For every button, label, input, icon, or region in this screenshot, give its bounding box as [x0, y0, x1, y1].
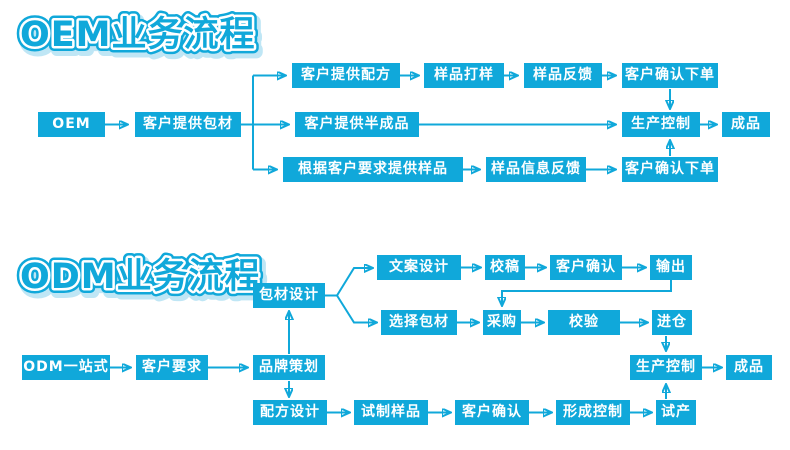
svg-text:ODM业务流程: ODM业务流程	[20, 257, 261, 297]
node-odm-finished-product: 成品	[726, 355, 772, 380]
node-odm-copywriting-design: 文案设计	[377, 255, 461, 280]
svg-text:OEM业务流程: OEM业务流程	[20, 15, 256, 55]
node-oem-sample-making: 样品打样	[424, 63, 504, 88]
node-oem-start: OEM	[38, 112, 105, 137]
node-odm-warehousing: 进仓	[652, 310, 692, 335]
node-oem-confirm-order-bottom: 客户确认下单	[622, 157, 718, 182]
node-oem-production-control: 生产控制	[622, 112, 700, 137]
svg-text:ODM业务流程: ODM业务流程	[20, 257, 261, 297]
node-odm-output: 输出	[650, 255, 692, 280]
svg-text:ODM业务流程: ODM业务流程	[23, 261, 264, 301]
node-odm-customer-confirm-bottom: 客户确认	[455, 400, 529, 425]
flow-arrow	[502, 280, 672, 306]
node-odm-formula-design: 配方设计	[253, 400, 327, 425]
node-odm-verification: 校验	[548, 310, 620, 335]
node-odm-trial-sample: 试制样品	[354, 400, 428, 425]
node-odm-customer-confirm-top: 客户确认	[550, 255, 622, 280]
node-oem-provide-packaging: 客户提供包材	[135, 112, 241, 137]
node-odm-brand-planning: 品牌策划	[253, 355, 325, 380]
odm-title: ODM业务流程 ODM业务流程 ODM业务流程	[15, 252, 269, 307]
node-oem-sample-info-feedback: 样品信息反馈	[486, 157, 586, 182]
svg-text:OEM业务流程: OEM业务流程	[20, 15, 256, 55]
node-odm-purchase: 采购	[483, 310, 521, 335]
node-oem-sample-feedback: 样品反馈	[524, 63, 602, 88]
node-odm-production-control: 生产控制	[630, 355, 702, 380]
node-oem-confirm-order-top: 客户确认下单	[622, 63, 718, 88]
node-odm-select-packaging: 选择包材	[381, 310, 457, 335]
node-odm-proofreading: 校稿	[485, 255, 525, 280]
node-oem-provide-semi-finished: 客户提供半成品	[295, 112, 419, 137]
flow-arrow	[325, 268, 373, 297]
node-oem-finished-product: 成品	[722, 112, 770, 137]
node-oem-provide-formula: 客户提供配方	[292, 63, 400, 88]
node-odm-customer-request: 客户要求	[136, 355, 208, 380]
node-oem-sample-by-request: 根据客户要求提供样品	[283, 157, 463, 182]
node-odm-packaging-design: 包材设计	[253, 283, 325, 308]
svg-text:OEM业务流程: OEM业务流程	[23, 19, 259, 59]
node-odm-trial-production: 试产	[656, 400, 696, 425]
node-odm-forming-control: 形成控制	[556, 400, 630, 425]
flow-arrow	[336, 294, 377, 323]
oem-title: OEM业务流程 OEM业务流程 OEM业务流程	[15, 10, 264, 65]
node-odm-start: ODM一站式	[22, 355, 110, 380]
